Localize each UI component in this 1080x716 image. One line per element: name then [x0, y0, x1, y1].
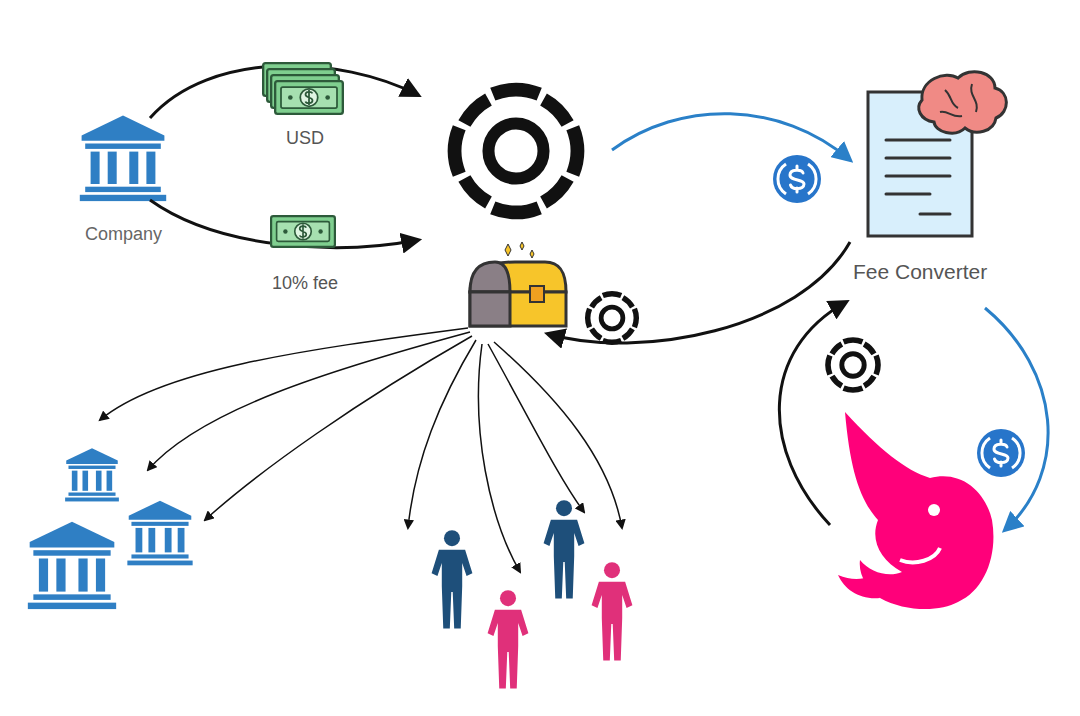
- flow-arrow: [150, 200, 418, 247]
- node-label: Company: [85, 224, 162, 245]
- cash-stack: [263, 63, 343, 114]
- flow-arrow: [612, 114, 850, 160]
- treasure-chest: [470, 242, 566, 326]
- cash-bill: [271, 216, 335, 247]
- protocol-logo: [455, 90, 578, 213]
- usdc-coin: [773, 155, 821, 203]
- flow-label: 10% fee: [272, 273, 338, 294]
- distribution-arrows: [100, 328, 622, 572]
- flow-arrow: [985, 308, 1048, 530]
- person-icon: [432, 530, 473, 628]
- flow-arrow: [779, 302, 846, 525]
- node-label: Fee Converter: [853, 260, 987, 284]
- icon-caption: Fee Converter: [849, 258, 991, 286]
- flow-arrow: [150, 66, 418, 118]
- usdc-coin: [977, 429, 1025, 477]
- fee-converter-icon: [868, 72, 1006, 236]
- bank-icon: [127, 501, 192, 566]
- icon-caption: Company: [81, 222, 166, 247]
- person-icon: [592, 562, 633, 660]
- person-icon: [544, 500, 585, 598]
- bank-icon: [28, 522, 116, 609]
- bank-icon: [65, 448, 119, 501]
- flow-label: USD: [286, 128, 324, 149]
- flow-arrow: [548, 242, 850, 343]
- token-icon: [588, 294, 636, 342]
- token-icon: [828, 340, 878, 390]
- person-icon: [488, 590, 529, 688]
- bank-icon: [80, 116, 166, 202]
- uniswap-unicorn: [838, 412, 993, 609]
